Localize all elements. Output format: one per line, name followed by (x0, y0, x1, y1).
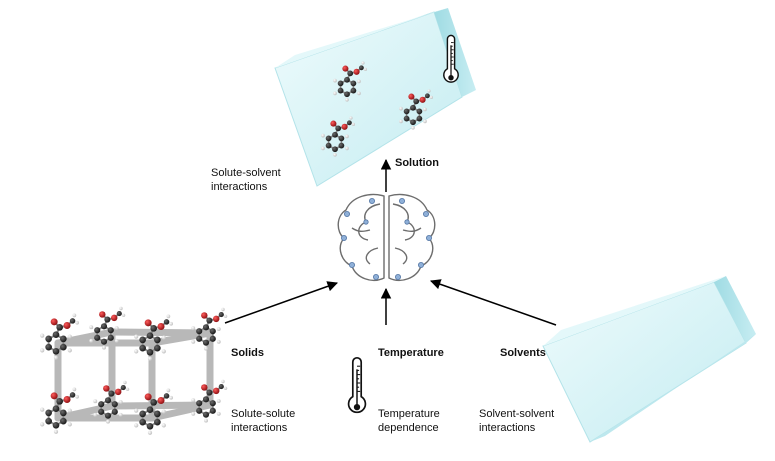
label-temperature-dependence-line1: Temperature (378, 408, 440, 420)
solvent-block-icon (542, 276, 756, 443)
label-solids: Solids (231, 347, 264, 359)
label-solution: Solution (395, 157, 439, 169)
label-solute-solute-line1: Solute-solute (231, 408, 295, 420)
label-solute-solute-line2: interactions (231, 422, 288, 434)
label-solute-solvent-line2: interactions (211, 181, 268, 193)
brain-nodes (340, 197, 432, 280)
arrow-from-solvents (430, 279, 557, 326)
temperature-thermometer-icon (347, 356, 367, 414)
label-solvents: Solvents (500, 347, 546, 359)
solution-block (274, 8, 476, 187)
arrow-from-solids (224, 281, 338, 324)
label-solvent-solvent-line2: interactions (479, 422, 536, 434)
arrows (224, 158, 557, 326)
label-solvent-solvent-line1: Solvent-solvent (479, 408, 554, 420)
label-temperature-dependence-line2: dependence (378, 422, 439, 434)
label-temperature: Temperature (378, 347, 444, 359)
label-solute-solvent-line1: Solute-solvent (211, 167, 281, 179)
crystal-lattice-icon (39, 305, 229, 436)
